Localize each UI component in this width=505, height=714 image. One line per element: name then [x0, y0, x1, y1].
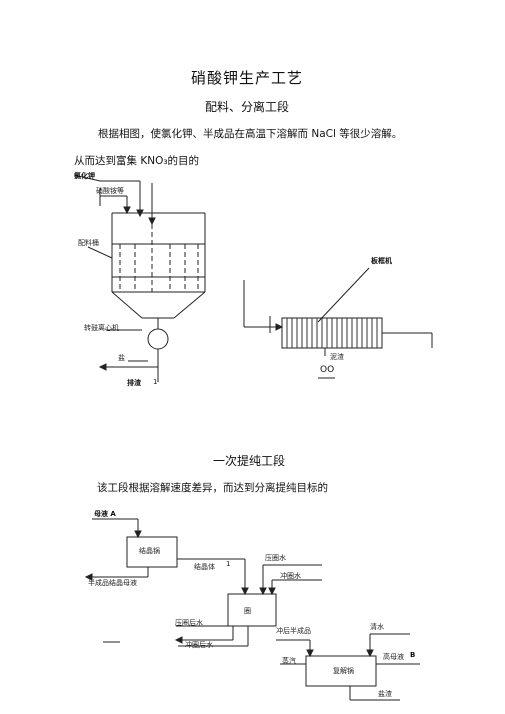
- label-salt: 盐: [118, 354, 125, 362]
- label-press-water: 压圈水: [265, 554, 286, 562]
- label-high-mother: 高母液: [383, 653, 404, 661]
- label-steam: 蒸汽: [282, 657, 296, 665]
- section2-paragraph: 该工段根据溶解速度差异，而达到分离提纯目标的: [97, 482, 328, 494]
- label-kcl: 氯化钾: [74, 172, 95, 180]
- label-wash-after: 冲圈后水: [185, 641, 213, 649]
- label-salt-residue: 盐渣: [378, 690, 392, 698]
- label-discharge-num: 1: [153, 378, 158, 386]
- label-crystal-pot: 结晶锅: [139, 547, 160, 555]
- label-mixing-tank: 配料桶: [78, 239, 99, 247]
- label-wash-water: 冲圈水: [280, 572, 301, 580]
- page-title: 硝酸钾生产工艺: [191, 69, 304, 87]
- section1-paragraph-line2: 从而达到富集 KNO₃的目的: [74, 155, 200, 167]
- section1-paragraph-line1: 根据相图，使氯化钾、半成品在高温下溶解而 NaCl 等很少溶解。: [98, 128, 403, 140]
- label-one: 1: [226, 560, 231, 568]
- section2-heading: 一次提纯工段: [213, 454, 286, 468]
- label-washed-semi: 冲后半成品: [276, 627, 311, 635]
- label-mother-a: 母液 A: [94, 510, 116, 518]
- label-mud: 泥渣: [330, 353, 344, 361]
- label-crystal-body: 结晶体: [194, 563, 215, 571]
- label-oo: OO: [320, 365, 335, 375]
- label-semi-mother: 半成品结晶母液: [88, 579, 137, 587]
- label-circle: 圈: [244, 607, 251, 615]
- label-discharge: 排渣: [127, 379, 141, 387]
- label-filter-press: 板框机: [371, 257, 392, 265]
- label-b: B: [410, 651, 416, 659]
- section1-heading: 配料、分离工段: [205, 100, 290, 114]
- label-redissolve: 复解锅: [333, 667, 354, 675]
- label-press-after: 压圈后水: [175, 619, 203, 627]
- label-clear-water: 清水: [370, 623, 384, 631]
- label-nitrate-etc: 硝酸铵等: [96, 187, 124, 195]
- label-centrifuge: 转鼓离心机: [84, 324, 119, 332]
